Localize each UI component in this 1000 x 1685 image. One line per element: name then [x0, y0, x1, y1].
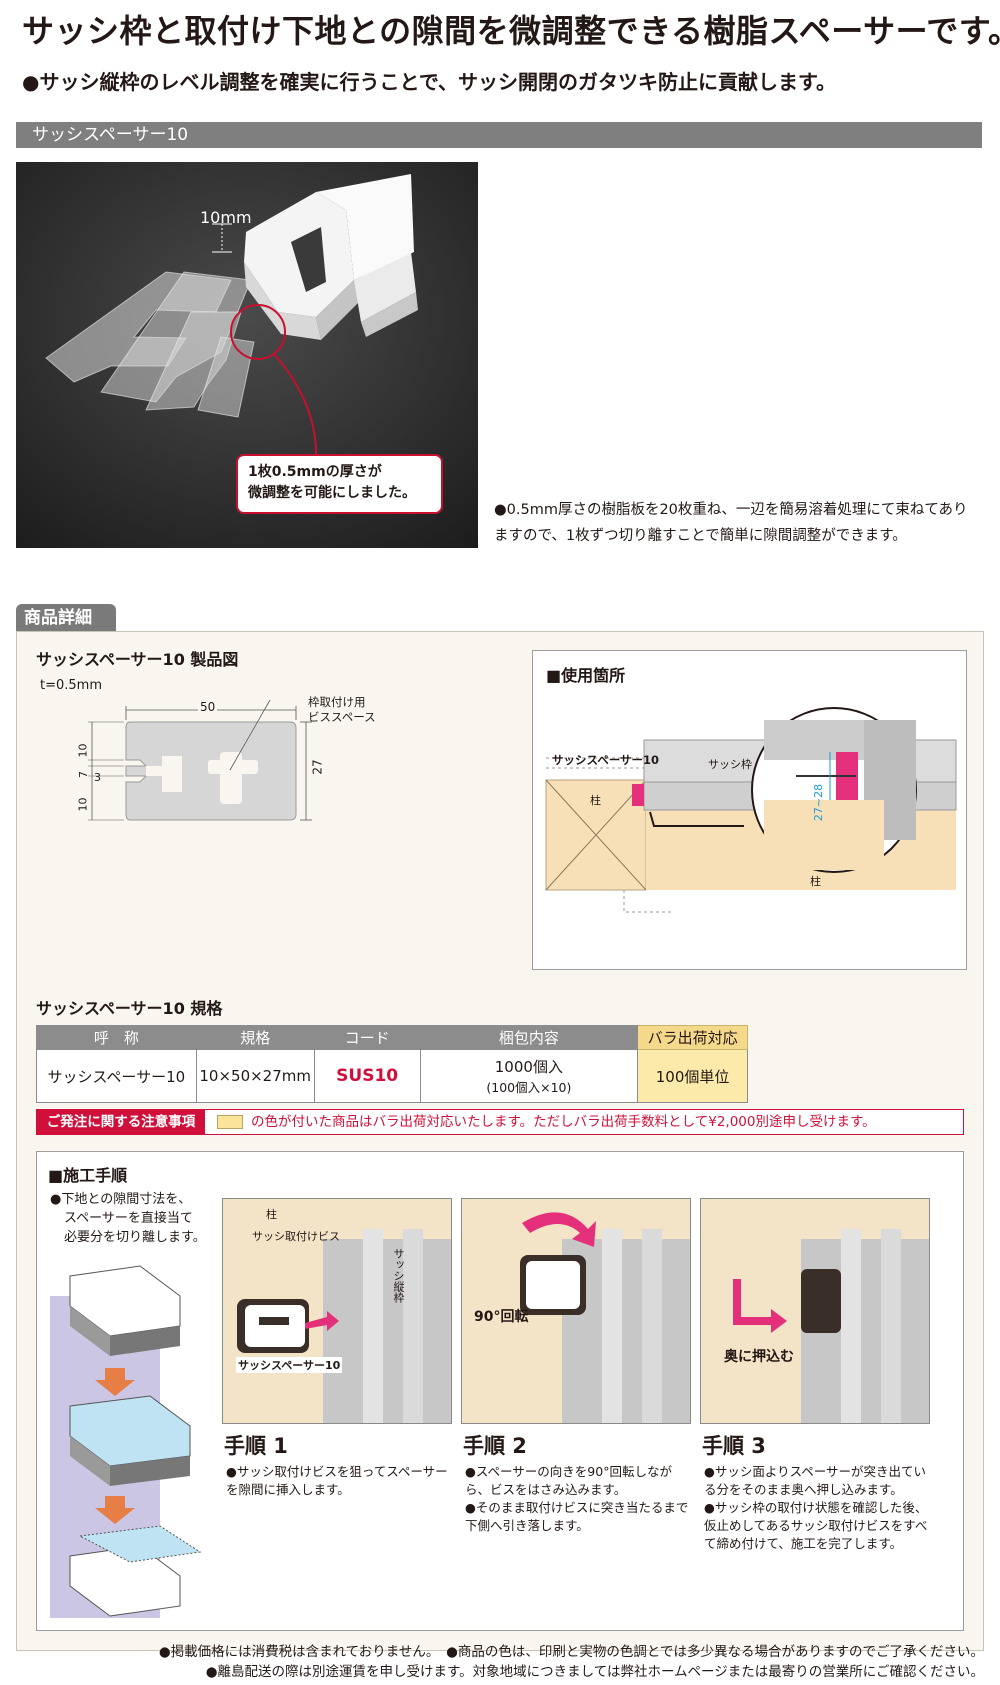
product-drawing [88, 700, 312, 821]
dim-b: 7 [77, 771, 90, 778]
step-2-title: 手順 2 [463, 1434, 527, 1458]
usage-pillar-label-2: 柱 [810, 875, 821, 888]
step-1-title: 手順 1 [224, 1434, 288, 1458]
bara-color-swatch [217, 1115, 243, 1129]
step-3-title: 手順 3 [702, 1434, 766, 1458]
step-2-desc: ●スペーサーの向きを90°回転しながら、ビスをはさみ込みます。 ●そのまま取付け… [465, 1463, 690, 1535]
product-photo [16, 162, 478, 548]
usage-diagram [545, 707, 957, 913]
step-3-image [700, 1198, 930, 1424]
step-1-label-pillar: 柱 [266, 1208, 277, 1221]
spec-header-code: コード [313, 1025, 421, 1050]
step-1-label-frame: サッシ縦枠 [392, 1248, 405, 1303]
step-1-desc: ●サッシ取付けビスを狙ってスペーサーを隙間に挿入します。 [226, 1463, 451, 1499]
step-2-desc-0: ●スペーサーの向きを90°回転しながら、ビスをはさみ込みます。 [465, 1464, 672, 1497]
spec-code: SUS10 [313, 1049, 421, 1103]
usage-pillar-label: 柱 [590, 794, 601, 807]
step-3-desc-0: ●サッシ面よりスペーサーが突き出ている分をそのまま奥へ押し込みます。 [704, 1464, 927, 1497]
footer-notes: ●掲載価格には消費税は含まれておりません。 ●商品の色は、印刷と実物の色調とでは… [0, 1642, 984, 1682]
screw-space-label: 枠取付け用 ビススペース [308, 695, 376, 725]
footer-line-1: ●掲載価格には消費税は含まれておりません。 ●商品の色は、印刷と実物の色調とでは… [158, 1644, 984, 1660]
dim-width: 50 [198, 700, 218, 714]
spec-bara: 100個単位 [637, 1049, 748, 1103]
usage-spacer-label: サッシスペーサー10 [552, 753, 659, 767]
drawing-thickness: t=0.5mm [40, 678, 102, 693]
spec-title: サッシスペーサー10 規格 [36, 999, 223, 1018]
step-2-image [461, 1198, 691, 1424]
dim-d: 10 [76, 797, 90, 812]
usage-title: ■使用箇所 [546, 666, 626, 685]
spec-pack-main: 1000個入 [494, 1058, 563, 1076]
callout-line-1: 1枚0.5mmの厚さが [248, 464, 382, 480]
intro-line-1: ●下地との隙間寸法を、 [50, 1192, 192, 1207]
dim-a: 10 [76, 743, 90, 758]
order-notice: ご発注に関する注意事項 の色が付いた商品はバラ出荷対応いたします。ただしバラ出荷… [36, 1109, 964, 1135]
intro-line-3: 必要分を切り離します。 [64, 1230, 206, 1245]
spec-table: 呼 称 規格 コード 梱包内容 バラ出荷対応 サッシスペーサー10 10×50×… [36, 1025, 748, 1103]
spec-header-bara: バラ出荷対応 [637, 1025, 748, 1050]
page-title: サッシ枠と取付け下地との隙間を微調整できる樹脂スペーサーです。 [22, 12, 1000, 50]
spec-header-pack: 梱包内容 [419, 1025, 639, 1050]
procedure-intro: ●下地との隙間寸法を、 スペーサーを直接当て 必要分を切り離します。 [50, 1190, 206, 1247]
screw-label-2: ビススペース [308, 710, 376, 724]
spacer-mid [69, 1395, 191, 1486]
intro-line-2: スペーサーを直接当て [64, 1211, 193, 1226]
usage-frame-label: サッシ枠 [708, 758, 752, 771]
spec-header-name: 呼 称 [36, 1025, 197, 1050]
photo-note: ●0.5mm厚さの樹脂板を20枚重ね、一辺を簡易溶着処理にて束ねてありますので、… [494, 502, 968, 544]
drawing-title: サッシスペーサー10 製品図 [36, 650, 239, 669]
step-1-image [222, 1198, 452, 1424]
step-3-desc-1: ●サッシ枠の取付け状態を確認した後、仮止めしてあるサッシ取付けビスをすべて締め付… [704, 1500, 928, 1551]
step-2-label-rotate: 90°回転 [474, 1309, 529, 1325]
table-row: サッシスペーサー10 10×50×27mm SUS10 1000個入 (100個… [36, 1049, 748, 1103]
spec-name: サッシスペーサー10 [36, 1049, 197, 1103]
dim-c: 3 [94, 771, 101, 784]
step-1-label-spacer: サッシスペーサー10 [236, 1357, 343, 1373]
spec-size: 10×50×27mm [195, 1049, 315, 1103]
step-1-desc-0: ●サッシ取付けビスを狙ってスペーサーを隙間に挿入します。 [226, 1464, 448, 1497]
footer-line-2: ●離島配送の際は別途運賃を申し受けます。対象地域につきましては弊社ホームページま… [205, 1664, 984, 1680]
screw-label-1: 枠取付け用 [308, 695, 366, 709]
product-bar: サッシスペーサー10 [16, 122, 982, 148]
spacer-top [69, 1265, 181, 1356]
step-2-desc-1: ●そのまま取付けビスに突き当たるまで下側へ引き落します。 [465, 1500, 689, 1533]
step-3-desc: ●サッシ面よりスペーサーが突き出ている分をそのまま奥へ押し込みます。 ●サッシ枠… [704, 1463, 929, 1553]
cut-illustration [50, 1265, 202, 1618]
details-tab: 商品詳細 [16, 604, 116, 632]
photo-callout: 1枚0.5mmの厚さが 微調整を可能にしました。 [236, 454, 443, 514]
step-3-label-push: 奥に押込む [724, 1349, 794, 1365]
spec-header-size: 規格 [195, 1025, 315, 1050]
lead-text: ●サッシ縦枠のレベル調整を確実に行うことで、サッシ開閉のガタツキ防止に貢献します… [22, 70, 837, 94]
thickness-label: 10mm [200, 208, 252, 227]
notice-text: の色が付いた商品はバラ出荷対応いたします。ただしバラ出荷手数料として¥2,000… [251, 1114, 876, 1130]
spacer-stack [244, 174, 418, 340]
zoom-circle [230, 304, 286, 360]
step-1-label-screw: サッシ取付けビス [252, 1230, 340, 1243]
dim-height: 27 [310, 759, 325, 775]
spacer-bottom [69, 1525, 202, 1617]
procedure-title: ■施工手順 [48, 1166, 128, 1185]
usage-range-label: 27~28 [812, 783, 826, 822]
spec-pack: 1000個入 (100個入×10) [419, 1049, 639, 1103]
spec-pack-sub: (100個入×10) [486, 1080, 572, 1095]
notice-label: ご発注に関する注意事項 [37, 1110, 205, 1134]
spacer-plate-3 [145, 311, 255, 418]
callout-line-2: 微調整を可能にしました。 [248, 485, 416, 501]
